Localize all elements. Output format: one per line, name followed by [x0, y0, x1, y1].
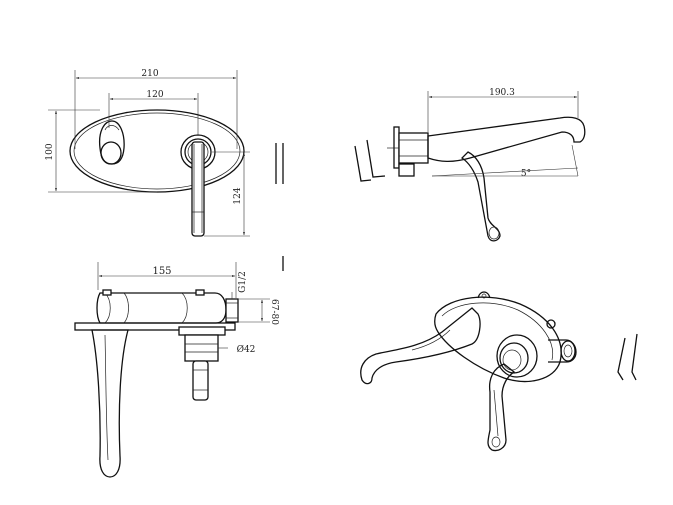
iso-wall-plate [434, 296, 562, 383]
side-wall-plate [393, 126, 400, 169]
front-wall-plate-inner [73, 112, 241, 190]
top-spout [91, 329, 129, 478]
isometric-view [360, 291, 577, 452]
iso-handle-hub-inner [502, 349, 522, 371]
dim-top-diameter: Ø42 [237, 344, 256, 355]
top-lever [192, 360, 209, 401]
dim-side-length: 190.3 [489, 88, 515, 98]
hex-key-iso [617, 333, 638, 381]
hex-key-side [354, 139, 386, 182]
dim-side-angle: 5° [521, 169, 531, 179]
top-cartridge-ring [178, 326, 226, 336]
side-lever [460, 151, 501, 242]
side-spout [427, 116, 586, 163]
dim-top-thread: G1/2 [238, 271, 248, 293]
top-thread-connector [225, 298, 239, 323]
dim-top-depth: 67-80 [269, 299, 279, 325]
top-view: 155 67-80 G1/2 Ø42 [74, 262, 279, 478]
dim-front-width: 210 [141, 69, 158, 79]
hex-key-front [275, 143, 284, 184]
side-body [398, 132, 429, 164]
front-lever [191, 141, 205, 237]
front-view: 210 120 100 124 [45, 69, 250, 237]
iso-handle-hub-mid [499, 342, 529, 374]
front-spout-cap [104, 125, 120, 131]
top-cartridge [184, 334, 219, 362]
iso-lever [487, 363, 516, 452]
iso-spout [360, 307, 481, 385]
side-view: 190.3 5° [387, 88, 586, 242]
side-connector [398, 163, 415, 177]
dim-front-handle: 124 [233, 187, 243, 204]
front-wall-plate [69, 109, 245, 193]
dim-front-height: 100 [45, 143, 55, 160]
dim-top-length: 155 [152, 266, 171, 277]
dim-front-center: 120 [146, 90, 163, 100]
front-spout-outlet [100, 141, 122, 165]
iso-handle-hub-outer [496, 334, 538, 378]
top-spout-arm [96, 292, 227, 324]
